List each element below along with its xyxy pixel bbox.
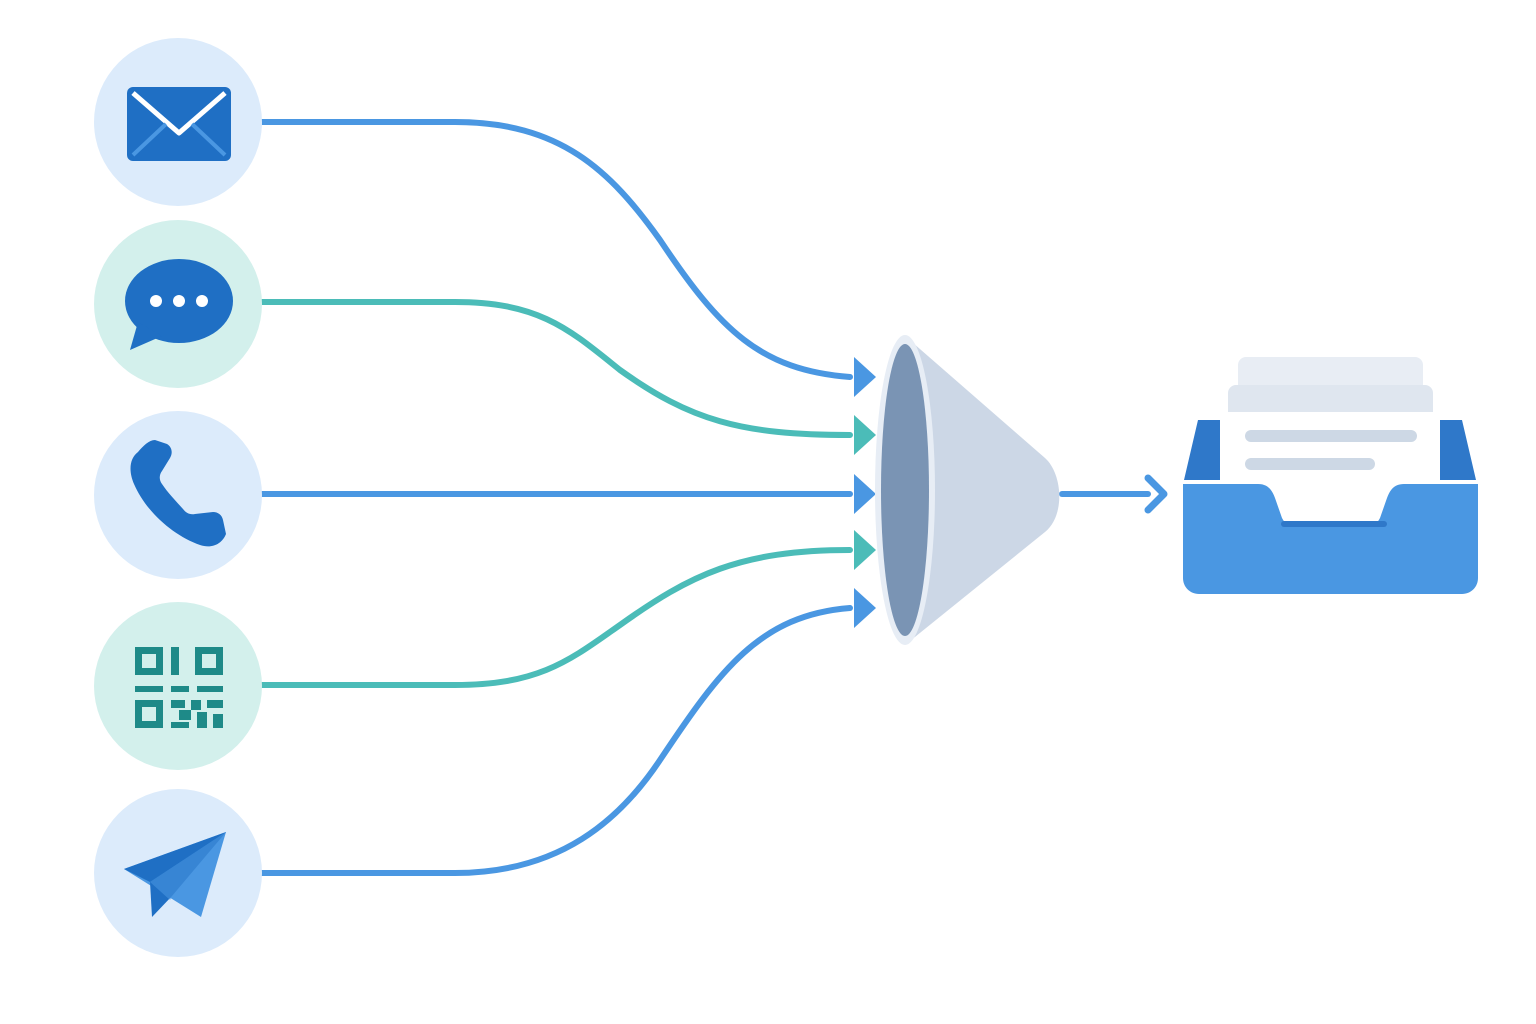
source-circles (94, 38, 262, 957)
paper-line-1 (1245, 430, 1417, 442)
arrow-head-output (1144, 474, 1168, 514)
inbox-tray-icon (1183, 357, 1478, 594)
arrow-head-email (854, 357, 876, 397)
connectors (259, 119, 1151, 876)
phone-icon (130, 440, 226, 547)
chat-bubble-icon (125, 259, 233, 350)
source-circle-phone (94, 411, 262, 579)
connector-send (259, 605, 853, 876)
tray-back (1184, 420, 1476, 490)
paper-line-2 (1245, 458, 1375, 470)
tray-front (1183, 484, 1478, 594)
connector-chat (259, 299, 853, 438)
arrow-heads (854, 357, 1168, 628)
qr-code-icon (135, 647, 223, 728)
envelope-icon (127, 87, 231, 161)
connector-email (259, 119, 853, 380)
connector-qr (259, 547, 853, 688)
arrow-head-qr (854, 530, 876, 570)
arrow-head-send (854, 588, 876, 628)
paper-plane-icon (124, 832, 226, 917)
funnel-icon (875, 335, 1060, 645)
arrow-head-phone (854, 474, 876, 514)
arrow-head-chat (854, 415, 876, 455)
